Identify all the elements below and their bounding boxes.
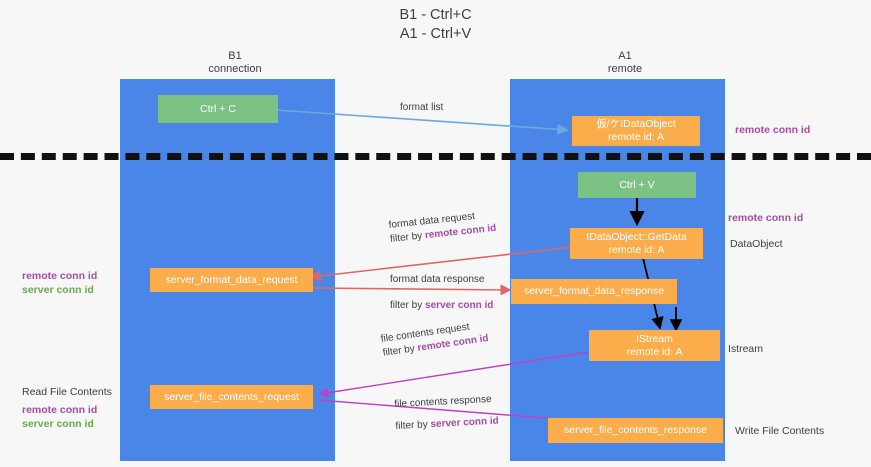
- box-idataobject[interactable]: 仮/ケIDataObject remote id: A: [572, 116, 700, 146]
- left-label-remote-conn-id-2: remote conn id: [22, 404, 98, 416]
- box-server-file-contents-response[interactable]: server_file_contents_response: [548, 418, 723, 443]
- edge-label-format-list: format list: [400, 102, 444, 113]
- box-getdata[interactable]: IDataObject::GetData remote id: A: [570, 228, 703, 259]
- left-label-read-file-contents: Read File Contents: [22, 386, 112, 398]
- column-header-a1-name: A1: [618, 50, 632, 62]
- box-istream-title: IStream: [636, 332, 673, 345]
- edge-label-file-contents-response: file contents response filter by server …: [394, 393, 499, 434]
- column-header-a1-sub: remote: [607, 63, 643, 75]
- title-line-2: A1 - Ctrl+V: [399, 26, 472, 42]
- box-server-format-data-response[interactable]: server_format_data_response: [511, 279, 677, 304]
- box-server-file-contents-request[interactable]: server_file_contents_request: [150, 385, 313, 409]
- box-server-file-contents-request-label: server_file_contents_request: [164, 390, 299, 403]
- arrow-format-list: [275, 109, 569, 135]
- left-label-server-conn-id: server conn id: [22, 284, 94, 296]
- box-ctrl-c-label: Ctrl + C: [200, 102, 236, 115]
- box-getdata-subtitle: remote id: A: [608, 243, 665, 256]
- box-server-format-data-request[interactable]: server_format_data_request: [150, 268, 313, 292]
- box-istream-subtitle: remote id: A: [626, 345, 683, 358]
- filter-key-server-conn-id: server conn id: [425, 300, 494, 311]
- column-header-b1-name: B1: [228, 50, 242, 62]
- edge-label-format-data-response-line1: format data response: [390, 274, 485, 285]
- arrow-format-data-request: [309, 246, 574, 282]
- box-idataobject-title: 仮/ケIDataObject: [596, 118, 676, 130]
- title-line-1: B1 - Ctrl+C: [399, 7, 472, 23]
- column-header-b1-sub: connection: [208, 63, 262, 75]
- arrow-format-data-response: [310, 284, 512, 296]
- box-ctrl-c[interactable]: Ctrl + C: [158, 95, 278, 123]
- box-server-format-data-request-label: server_format_data_request: [165, 273, 298, 286]
- page-title: B1 - Ctrl+C A1 - Ctrl+V: [0, 6, 871, 44]
- box-ctrl-v-label: Ctrl + V: [619, 178, 655, 191]
- right-label-dataobject: DataObject: [730, 238, 783, 250]
- left-label-remote-conn-id: remote conn id: [22, 270, 98, 282]
- section-divider: [0, 153, 871, 160]
- box-istream[interactable]: IStream remote id: A: [589, 330, 720, 361]
- right-label-istream: Istream: [728, 343, 764, 355]
- box-server-format-data-response-label: server_format_data_response: [523, 285, 665, 297]
- box-server-file-contents-response-label: server_file_contents_response: [563, 424, 707, 436]
- edge-label-format-data-response-line2: filter by server conn id: [390, 300, 494, 311]
- edge-label-format-data-response: format data response filter by server co…: [390, 273, 493, 313]
- box-getdata-title: IDataObject::GetData: [586, 230, 687, 243]
- box-idataobject-subtitle: remote id: A: [607, 131, 665, 143]
- box-ctrl-v[interactable]: Ctrl + V: [578, 172, 696, 198]
- column-header-b1: B1 connection: [155, 50, 315, 76]
- column-header-a1: A1 remote: [545, 50, 705, 76]
- right-label-write-file-contents: Write File Contents: [735, 425, 825, 437]
- left-label-server-conn-id-2: server conn id: [22, 418, 94, 430]
- right-label-remote-conn-id-mid: remote conn id: [728, 212, 804, 224]
- arrow-file-contents-request: [318, 351, 589, 398]
- filter-key-server-conn-id-2: server conn id: [430, 415, 500, 431]
- right-label-remote-conn-id-top: remote conn id: [735, 124, 811, 136]
